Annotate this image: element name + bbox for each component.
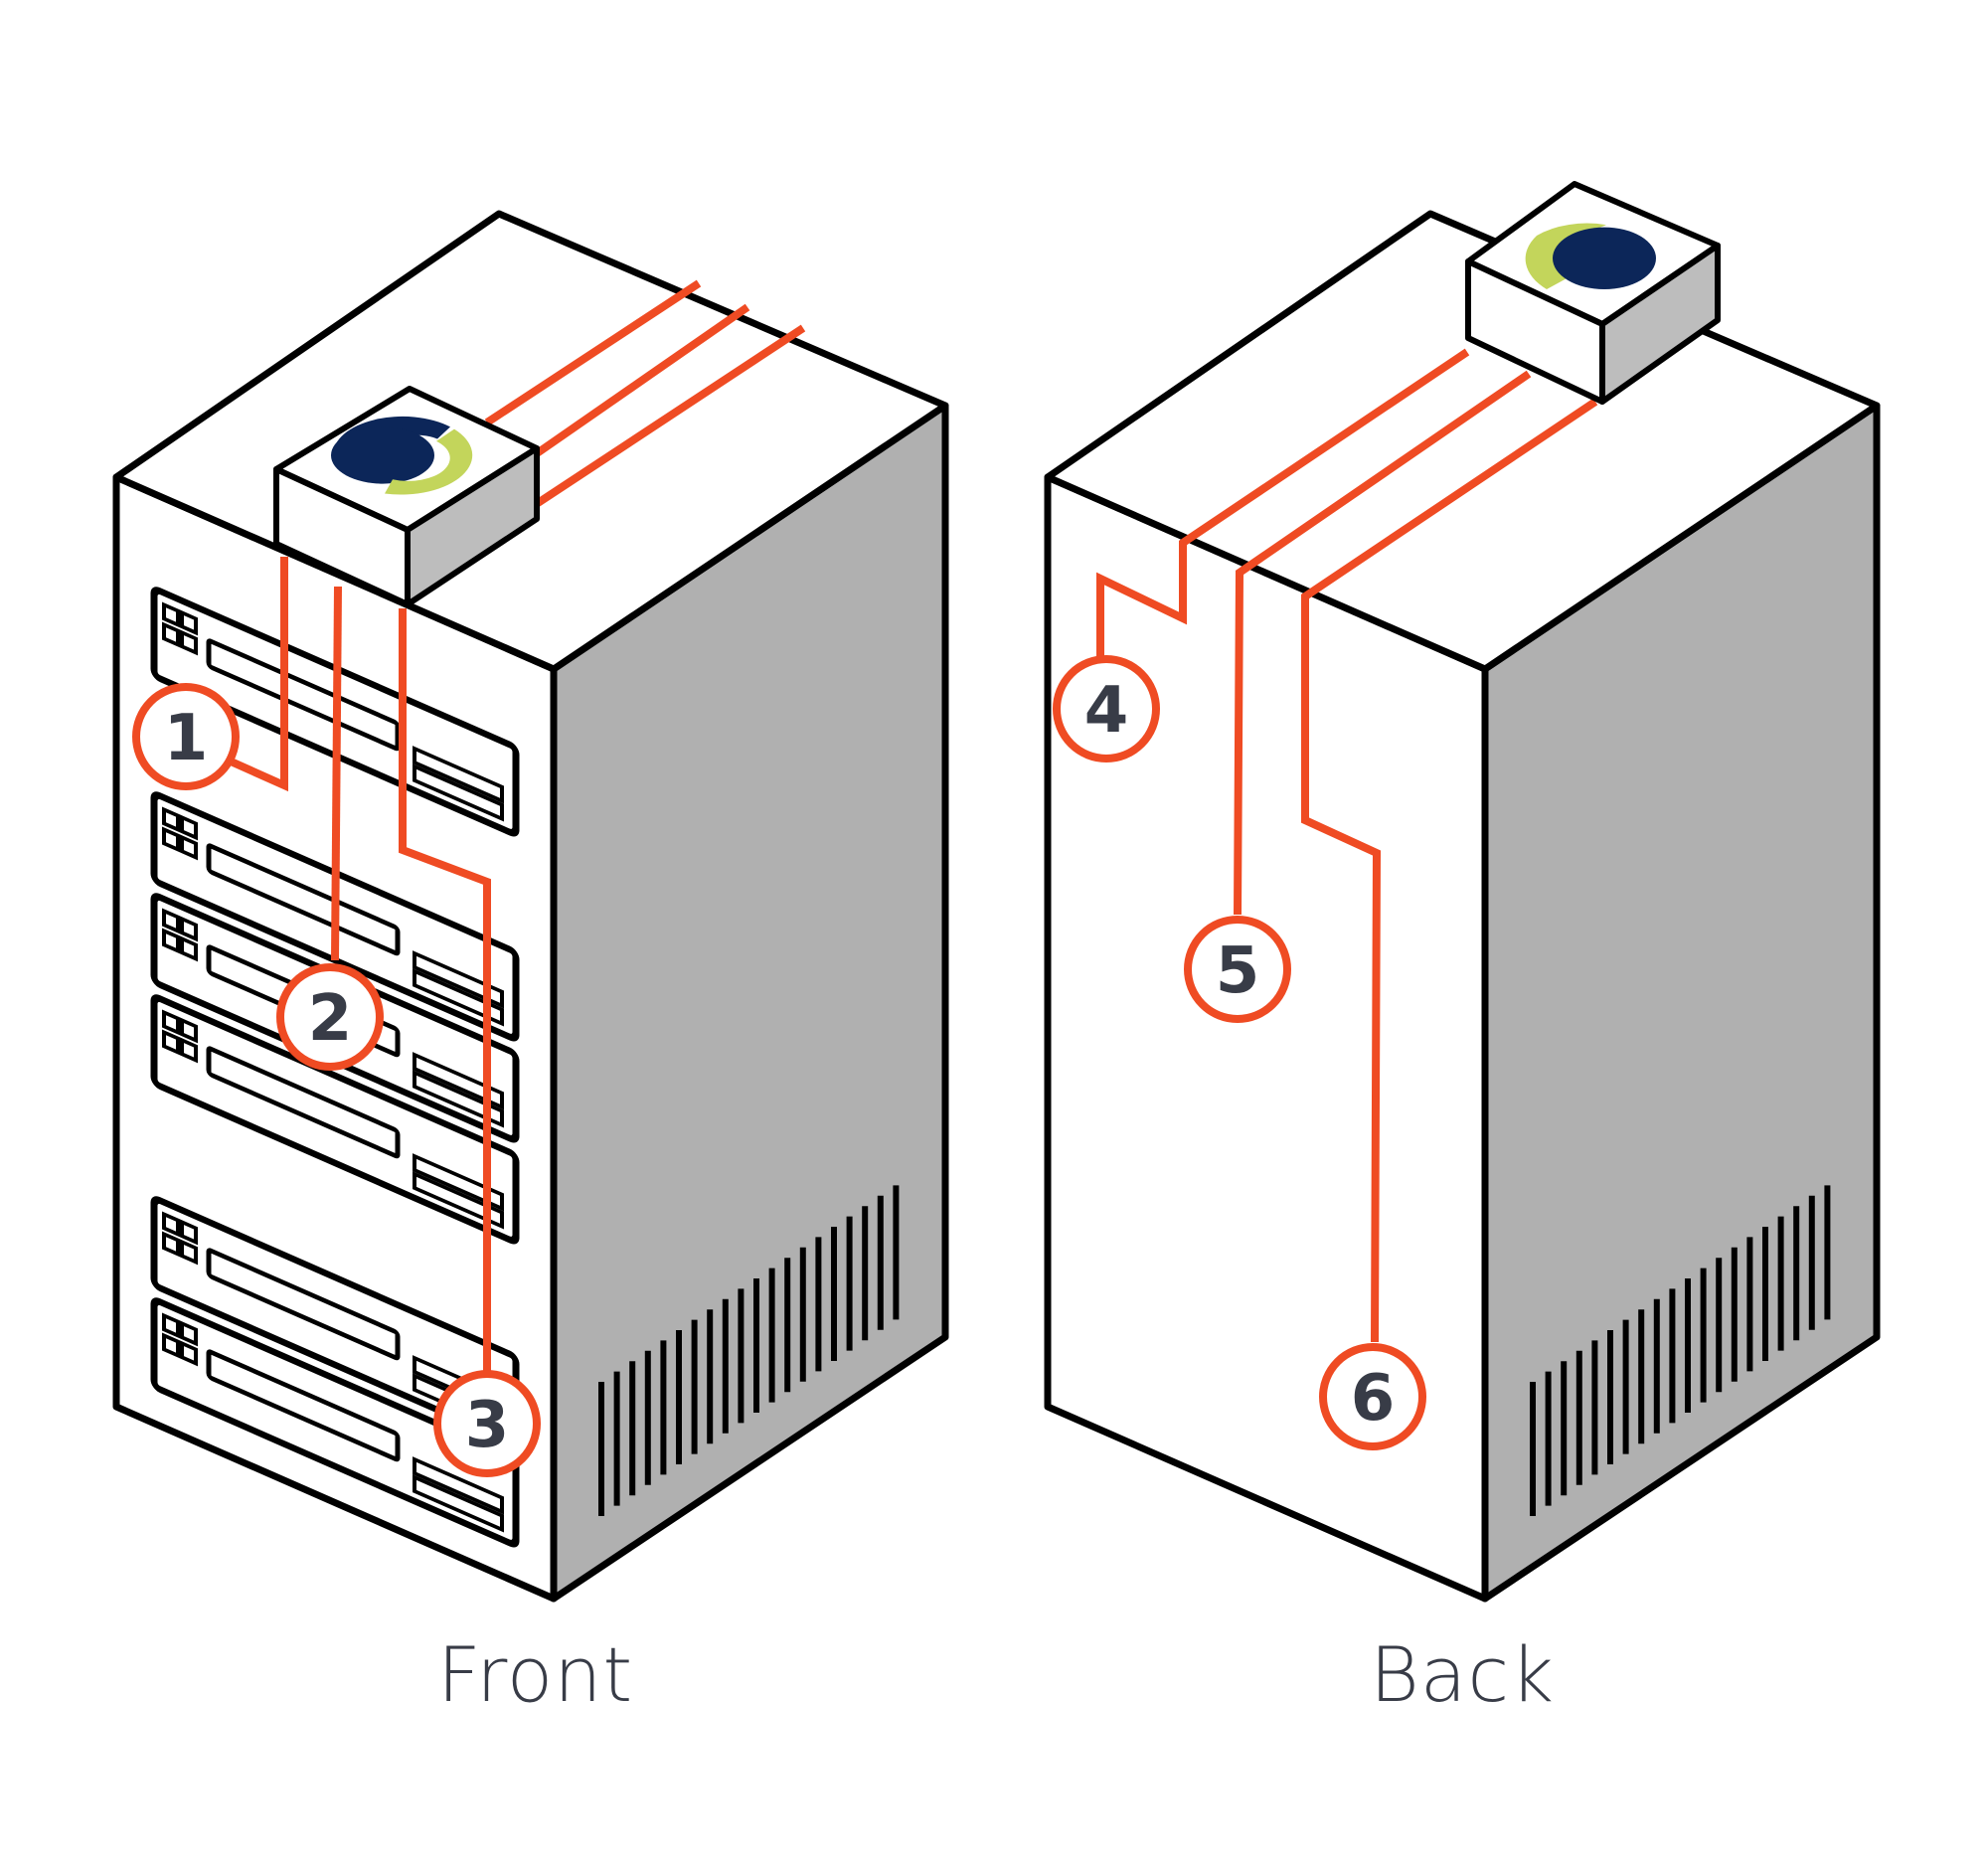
callout-4-number: 4 xyxy=(1084,674,1129,748)
callout-6-number: 6 xyxy=(1351,1362,1396,1436)
back-connector-box xyxy=(1465,181,1721,405)
back-caption: Back xyxy=(1370,1630,1556,1719)
front-top-cable-1 xyxy=(484,279,702,426)
callouts: 1 2 3 4 5 6 xyxy=(132,655,1426,1477)
back-cabinet-back-face xyxy=(1044,473,1489,1603)
callout-6[interactable]: 6 xyxy=(1319,1343,1426,1450)
back-vent-grille xyxy=(1530,1185,1831,1516)
callout-1-number: 1 xyxy=(164,702,209,775)
logo-icon xyxy=(1525,223,1656,289)
callout-5[interactable]: 5 xyxy=(1184,916,1291,1023)
callout-2-number: 2 xyxy=(308,982,353,1056)
front-cabinet xyxy=(112,210,949,1603)
logo-icon xyxy=(331,416,473,495)
front-vent-grille xyxy=(598,1185,900,1516)
callout-3-number: 3 xyxy=(465,1389,510,1462)
back-cable-4 xyxy=(1096,348,1470,656)
callout-1[interactable]: 1 xyxy=(132,683,240,790)
front-connector-box xyxy=(273,386,540,607)
callout-3[interactable]: 3 xyxy=(433,1370,541,1477)
front-cable-1 xyxy=(227,557,288,792)
front-cables xyxy=(227,279,806,1372)
rack-unit xyxy=(150,994,520,1245)
front-top-cable-3 xyxy=(529,324,806,511)
front-top-cable-2 xyxy=(514,303,750,471)
back-cables xyxy=(1096,348,1598,1343)
callout-2[interactable]: 2 xyxy=(276,963,384,1071)
front-caption: Front xyxy=(437,1630,634,1719)
callout-5-number: 5 xyxy=(1216,934,1260,1008)
back-cable-6 xyxy=(1301,398,1598,1343)
front-cable-2 xyxy=(331,586,342,961)
back-cable-5 xyxy=(1234,370,1532,916)
callout-4[interactable]: 4 xyxy=(1053,655,1160,762)
front-cable-3 xyxy=(399,608,491,1372)
rack-unit xyxy=(150,1297,520,1548)
